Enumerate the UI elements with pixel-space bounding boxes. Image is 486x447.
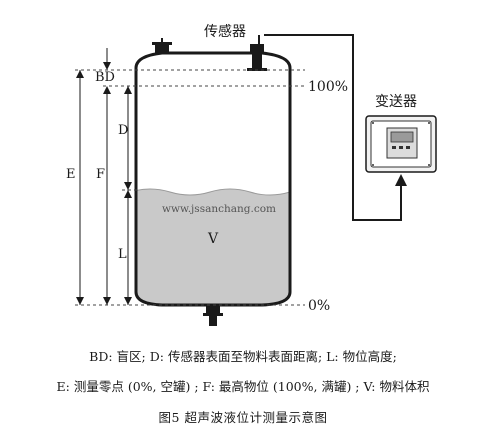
- reference-lines: [75, 69, 305, 306]
- f-label: F: [96, 167, 105, 182]
- transmitter-label: 变送器: [375, 94, 417, 110]
- sensor-label: 传感器: [204, 23, 246, 40]
- bd-label: BD: [95, 70, 115, 85]
- level-meter-diagram: 传感器 变送器 100% 0% BD D E F L V www.jssanch…: [66, 23, 437, 326]
- bottom-outlet: [203, 305, 223, 326]
- l-label: L: [118, 247, 127, 262]
- empty-level-label: 0%: [308, 298, 330, 314]
- tank-outline: [134, 51, 292, 307]
- legend-line-2: E: 测量零点 (0%, 空罐) ; F: 最高物位 (100%, 满罐) ; …: [56, 379, 430, 394]
- sensor-icon: [247, 44, 267, 71]
- transmitter-icon: [365, 115, 437, 173]
- d-label: D: [118, 123, 128, 138]
- full-level-label: 100%: [308, 79, 348, 95]
- signal-cable: [264, 34, 402, 221]
- liquid-fill: [136, 188, 290, 305]
- top-nozzle: [152, 38, 172, 53]
- e-label: E: [66, 167, 76, 182]
- v-label: V: [207, 231, 219, 247]
- legend-line-1: BD: 盲区; D: 传感器表面至物料表面距离; L: 物位高度;: [89, 349, 397, 364]
- dimension-lines: [76, 48, 132, 305]
- figure-caption: 图5 超声波液位计测量示意图: [158, 410, 328, 425]
- watermark-text: www.jssanchang.com: [162, 203, 276, 215]
- cable-arrow: [395, 174, 407, 186]
